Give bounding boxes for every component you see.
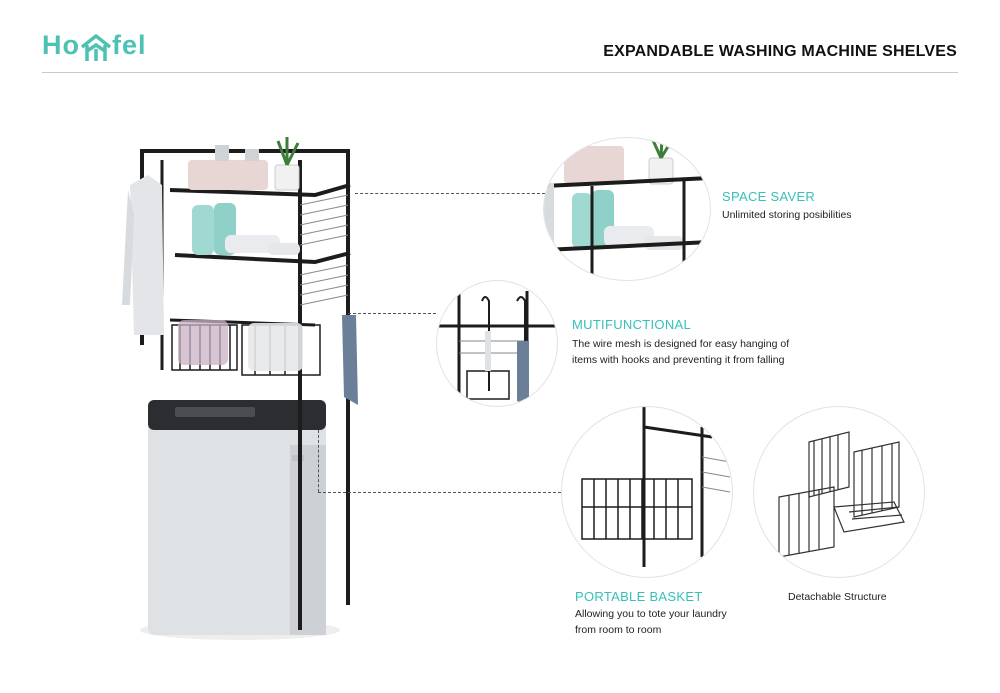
- feature-desc-multifunctional-line2: items with hooks and preventing it from …: [572, 354, 785, 366]
- main-product-illustration: [120, 135, 370, 645]
- brand-name-part1: Ho: [42, 30, 80, 60]
- leader-line-basket-vertical: [318, 430, 319, 492]
- house-logo-icon: [80, 34, 112, 61]
- page-title: EXPANDABLE WASHING MACHINE SHELVES: [603, 43, 957, 60]
- feature-desc-multifunctional-line1: The wire mesh is designed for easy hangi…: [572, 338, 790, 350]
- feature-title-space-saver: SPACE SAVER: [722, 189, 816, 204]
- feature-desc-space-saver: Unlimited storing posibilities: [722, 209, 852, 221]
- feature-title-multifunctional: MUTIFUNCTIONAL: [572, 317, 692, 332]
- feature-desc-portable-basket-line2: from room to room: [575, 624, 662, 636]
- brand-logo: Ho fel: [42, 30, 147, 61]
- portable-basket-detail-image: [561, 406, 733, 578]
- brand-name-part2: fel: [112, 30, 147, 60]
- multifunctional-detail-image: [436, 280, 558, 407]
- leader-line-multifunctional: [348, 313, 436, 314]
- feature-title-portable-basket: PORTABLE BASKET: [575, 589, 703, 604]
- space-saver-detail-image: [543, 137, 711, 281]
- detachable-structure-image: [753, 406, 925, 578]
- feature-desc-portable-basket-line1: Allowing you to tote your laundry: [575, 608, 727, 620]
- header-divider: [42, 72, 958, 73]
- detachable-structure-caption: Detachable Structure: [788, 591, 887, 603]
- leader-line-basket: [318, 492, 561, 493]
- leader-line-space-saver: [355, 193, 545, 194]
